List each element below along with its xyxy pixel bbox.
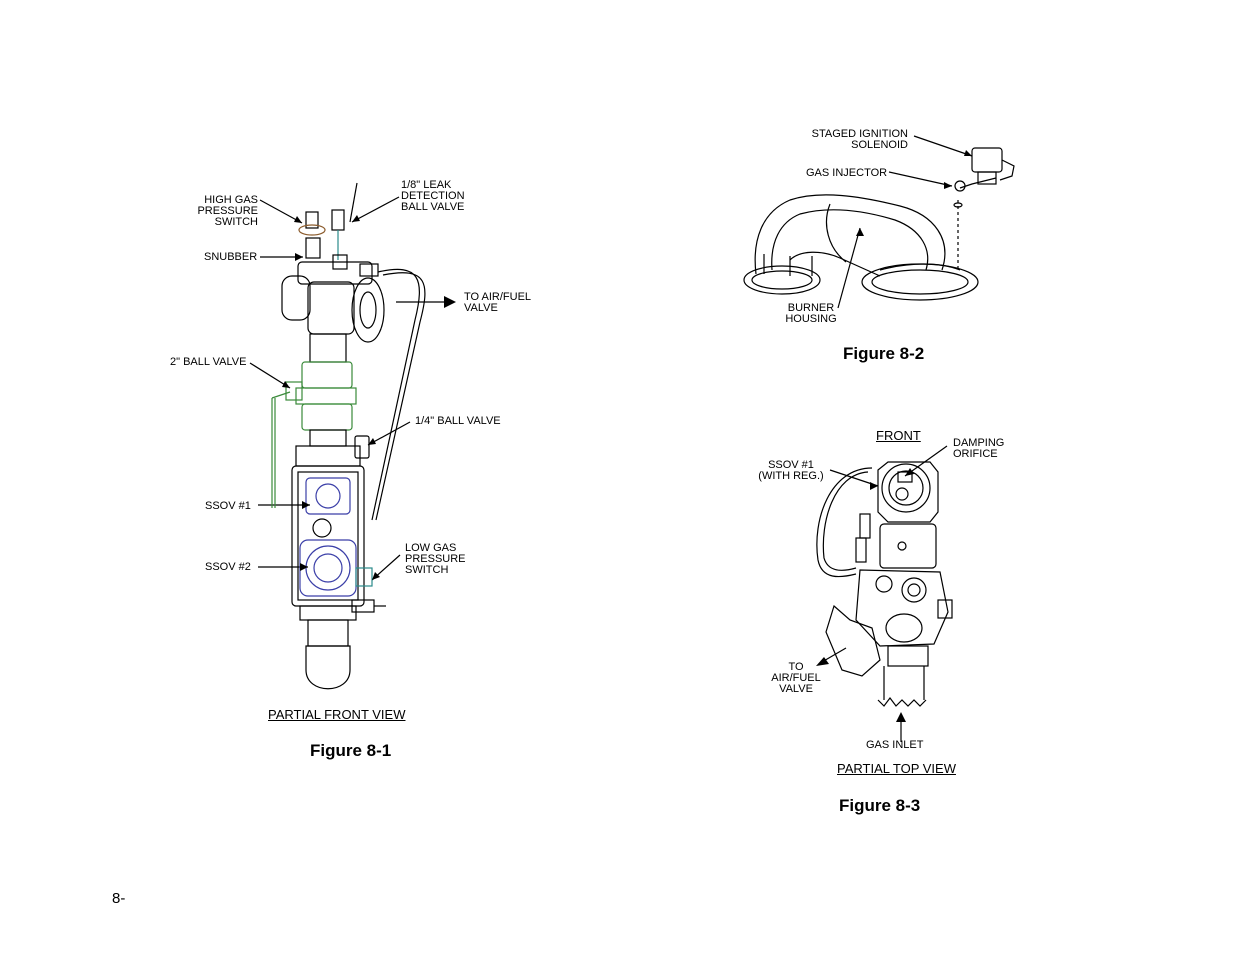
label-to-air-fuel-valve-top: TO AIR/FUEL VALVE [771, 661, 821, 695]
caption-figure-8-1: Figure 8-1 [310, 741, 392, 760]
label-ssov-1: SSOV #1 [205, 500, 251, 512]
label-gas-inlet: GAS INLET [866, 739, 924, 751]
page-number: 8- [112, 890, 126, 907]
label-leak-detection-valve: 1/8" LEAK DETECTION BALL VALVE [401, 179, 465, 213]
label-ssov-1-with-reg: SSOV #1 (WITH REG.) [758, 459, 824, 482]
label-snubber: SNUBBER [204, 251, 258, 263]
label-high-gas-pressure-switch: HIGH GAS PRESSURE SWITCH [197, 194, 258, 228]
label-low-gas-pressure-switch: LOW GAS PRESSURE SWITCH [405, 542, 466, 576]
label-to-air-fuel-valve: TO AIR/FUEL VALVE [464, 291, 532, 314]
label-damping-orifice: DAMPING ORIFICE [953, 437, 1005, 460]
top-view-drawing [816, 445, 953, 742]
burner-housing-drawing [743, 135, 1015, 309]
label-ssov-2: SSOV #2 [205, 561, 251, 573]
label-quarter-ball-valve: 1/4" BALL VALVE [415, 415, 501, 427]
front-view-drawing [249, 182, 456, 690]
label-burner-housing: BURNER HOUSING [785, 302, 837, 325]
view-title-top: PARTIAL TOP VIEW [837, 761, 956, 776]
figure-8-2: STAGED IGNITION SOLENOID GAS INJECTOR BU… [0, 0, 1235, 380]
figure-8-1: HIGH GAS PRESSURE SWITCH 1/8" LEAK DETEC… [0, 0, 620, 780]
label-staged-ignition-solenoid: STAGED IGNITION SOLENOID [811, 128, 908, 151]
caption-figure-8-2: Figure 8-2 [843, 344, 925, 363]
figure-8-3: FRONT DAMPING ORIFICE SSOV #1 (WITH REG.… [758, 428, 1005, 815]
view-title-front-marker: FRONT [876, 428, 921, 443]
view-title-front: PARTIAL FRONT VIEW [268, 707, 406, 722]
caption-figure-8-3: Figure 8-3 [839, 796, 921, 815]
label-2in-ball-valve: 2" BALL VALVE [170, 356, 247, 368]
label-gas-injector: GAS INJECTOR [806, 167, 888, 179]
